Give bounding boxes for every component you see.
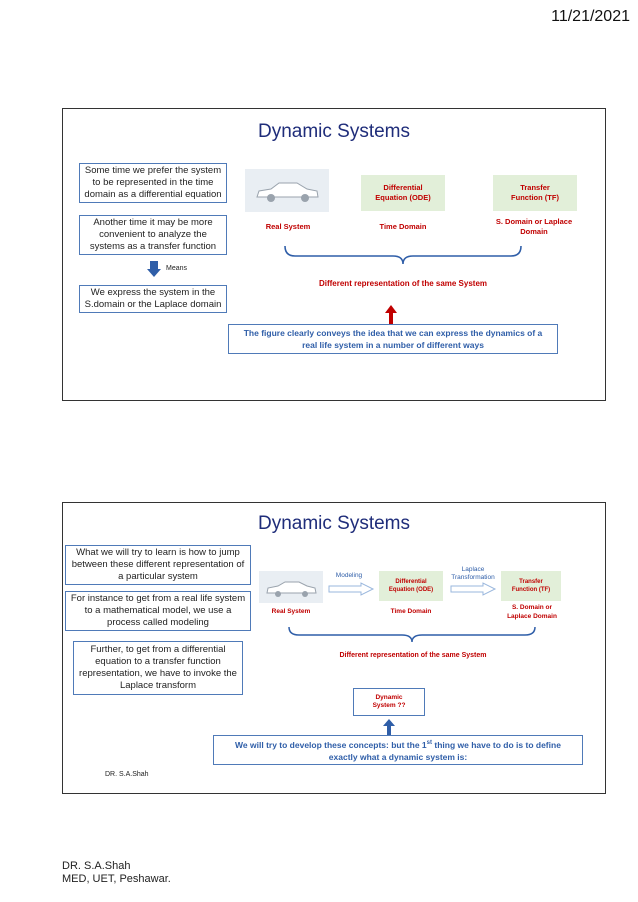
means-arrow-icon — [147, 261, 161, 277]
modeling-label: Modeling — [335, 572, 363, 579]
slide-1: Dynamic Systems Some time we prefer the … — [62, 108, 606, 401]
means-label: Means — [166, 265, 188, 272]
slide-2-note-3: Further, to get from a differential equa… — [73, 641, 243, 695]
laplace-label: Laplace Transformation — [451, 566, 495, 581]
footer-author: DR. S.A.Shah — [62, 860, 131, 872]
time-domain-label: Time Domain — [379, 222, 427, 231]
grouping-brace — [284, 245, 522, 265]
up-arrow-icon-2 — [383, 719, 395, 737]
slide-2-conclusion-text: We will try to develop these concepts: b… — [235, 739, 561, 762]
tf-box-2: Transfer Function (TF) — [501, 571, 561, 601]
footer: DR. S.A.Shah MED, UET, Peshawar. — [62, 860, 171, 886]
s-domain-label-2: S. Domain or Laplace Domain — [507, 604, 557, 620]
slide-2-title: Dynamic Systems — [257, 513, 411, 534]
slide-1-note-3: We express the system in the S.domain or… — [79, 285, 227, 313]
different-representation-label: Different representation of the same Sys… — [318, 279, 488, 288]
slide-2: Dynamic Systems What we will try to lear… — [62, 502, 606, 794]
real-system-image-2 — [259, 571, 323, 603]
ode-box: Differential Equation (ODE) — [361, 175, 445, 211]
tf-box: Transfer Function (TF) — [493, 175, 577, 211]
footer-affiliation: MED, UET, Peshawar. — [62, 873, 171, 885]
dynamic-system-box: Dynamic System ?? — [353, 688, 425, 716]
slide-1-conclusion: The figure clearly conveys the idea that… — [228, 324, 558, 354]
slide-1-note-2: Another time it may be more convenient t… — [79, 215, 227, 255]
real-system-label: Real System — [265, 222, 311, 231]
ode-box-2: Differential Equation (ODE) — [379, 571, 443, 601]
grouping-brace-2 — [288, 626, 536, 643]
slide-2-author: DR. S.A.Shah — [105, 771, 149, 778]
up-arrow-icon — [385, 305, 397, 325]
s-domain-label: S. Domain or Laplace Domain — [495, 217, 573, 236]
real-system-label-2: Real System — [271, 608, 311, 615]
slide-2-note-1: What we will try to learn is how to jump… — [65, 545, 251, 585]
different-representation-label-2: Different representation of the same Sys… — [339, 652, 487, 659]
header-date: 11/21/2021 — [551, 8, 630, 25]
slide-2-conclusion: We will try to develop these concepts: b… — [213, 735, 583, 765]
laplace-arrow-icon — [450, 582, 497, 596]
car-icon — [256, 182, 319, 202]
slide-1-note-1: Some time we prefer the system to be rep… — [79, 163, 227, 203]
modeling-arrow-icon — [328, 582, 375, 596]
car-icon — [266, 581, 317, 597]
slide-1-title: Dynamic Systems — [257, 121, 411, 142]
real-system-image — [245, 169, 329, 212]
time-domain-label-2: Time Domain — [390, 608, 432, 615]
slide-2-note-2: For instance to get from a real life sys… — [65, 591, 251, 631]
